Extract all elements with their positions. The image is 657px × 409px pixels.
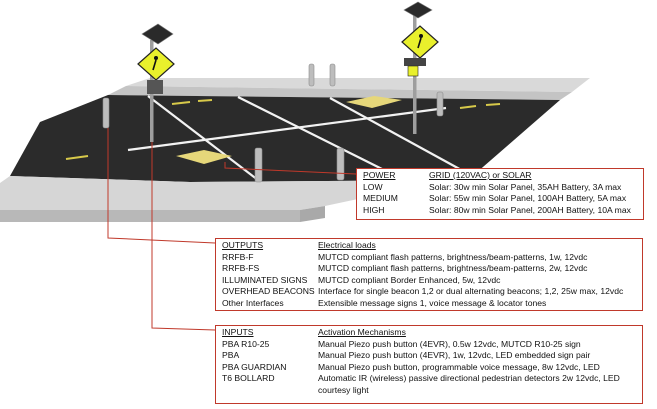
- inputs-row-label: PBA R10-25: [222, 338, 270, 349]
- inputs-heading-value: Activation Mechanisms: [318, 327, 406, 337]
- pole-left: [137, 23, 175, 142]
- outputs-row-value: Extensible message signs 1, voice messag…: [318, 297, 547, 308]
- power-row-label: LOW: [363, 181, 383, 192]
- inputs-heading-row: INPUTS Activation Mechanisms: [216, 327, 642, 339]
- outputs-row: RRFB-F MUTCD compliant flash patterns, b…: [216, 252, 642, 264]
- pole-right: [401, 1, 439, 134]
- outputs-box: OUTPUTS Electrical loads RRFB-F MUTCD co…: [215, 238, 643, 311]
- outputs-row-label: OVERHEAD BEACONS: [222, 286, 315, 297]
- power-row-value: Solar: 80w min Solar Panel, 200AH Batter…: [429, 204, 631, 215]
- outputs-row-value: MUTCD compliant Border Enhanced, 5w, 12v…: [318, 274, 501, 285]
- outputs-heading-row: OUTPUTS Electrical loads: [216, 240, 642, 252]
- outputs-row-label: RRFB-F: [222, 251, 254, 262]
- inputs-row-label: T6 BOLLARD: [222, 373, 275, 384]
- power-heading: POWER: [363, 170, 396, 180]
- outputs-row-label: ILLUMINATED SIGNS: [222, 274, 308, 285]
- inputs-row-label: PBA: [222, 350, 240, 361]
- bollards: [102, 63, 444, 183]
- inputs-row-value: Manual Piezo push button (4EVR), 0.5w 12…: [318, 338, 581, 349]
- outputs-row-value: Interface for single beacon 1,2 or dual …: [318, 286, 624, 297]
- outputs-heading-value: Electrical loads: [318, 240, 376, 250]
- near-sidewalk: [0, 176, 468, 222]
- far-sidewalk: [108, 78, 590, 100]
- inputs-heading: INPUTS: [222, 327, 254, 337]
- outputs-row: OVERHEAD BEACONS Interface for single be…: [216, 286, 642, 298]
- center-line-dashes: [65, 99, 501, 160]
- crosswalk-lines: [127, 95, 466, 181]
- outputs-heading: OUTPUTS: [222, 240, 264, 250]
- power-row: MEDIUM Solar: 55w min Solar Panel, 100AH…: [357, 193, 643, 205]
- power-row-value: Solar: 30w min Solar Panel, 35AH Battery…: [429, 181, 622, 192]
- power-row-label: HIGH: [363, 204, 385, 215]
- outputs-row-value: MUTCD compliant flash patterns, brightne…: [318, 263, 588, 274]
- power-box: POWER GRID (120VAC) or SOLAR LOW Solar: …: [356, 168, 644, 220]
- inputs-row: PBA GUARDIAN Manual Piezo push button, p…: [216, 362, 642, 374]
- outputs-row-value: MUTCD compliant flash patterns, brightne…: [318, 251, 588, 262]
- outputs-row: Other Interfaces Extensible message sign…: [216, 298, 642, 310]
- inputs-row-value: Manual Piezo push button, programmable v…: [318, 361, 600, 372]
- inputs-row: PBA R10-25 Manual Piezo push button (4EV…: [216, 339, 642, 351]
- outputs-row-label: RRFB-FS: [222, 263, 260, 274]
- power-row-value: Solar: 55w min Solar Panel, 100AH Batter…: [429, 193, 627, 204]
- inputs-row-value: Automatic IR (wireless) passive directio…: [318, 373, 620, 395]
- power-row: HIGH Solar: 80w min Solar Panel, 200AH B…: [357, 205, 643, 217]
- inputs-box: INPUTS Activation Mechanisms PBA R10-25 …: [215, 325, 643, 404]
- inputs-row: PBA Manual Piezo push button (4EVR), 1w,…: [216, 350, 642, 362]
- road-surface: [10, 95, 560, 182]
- inputs-row-label: PBA GUARDIAN: [222, 361, 287, 372]
- callout-lines: [107, 128, 357, 331]
- power-row-label: MEDIUM: [363, 193, 398, 204]
- outputs-row-label: Other Interfaces: [222, 297, 284, 308]
- power-heading-row: POWER GRID (120VAC) or SOLAR: [357, 170, 643, 182]
- outputs-row: RRFB-FS MUTCD compliant flash patterns, …: [216, 263, 642, 275]
- power-row: LOW Solar: 30w min Solar Panel, 35AH Bat…: [357, 182, 643, 194]
- outputs-row: ILLUMINATED SIGNS MUTCD compliant Border…: [216, 275, 642, 287]
- power-heading-value: GRID (120VAC) or SOLAR: [429, 170, 532, 180]
- inputs-row: T6 BOLLARD Automatic IR (wireless) passi…: [216, 373, 642, 396]
- tactile-pads: [176, 96, 402, 164]
- inputs-row-value: Manual Piezo push button (4EVR), 1w, 12v…: [318, 350, 591, 361]
